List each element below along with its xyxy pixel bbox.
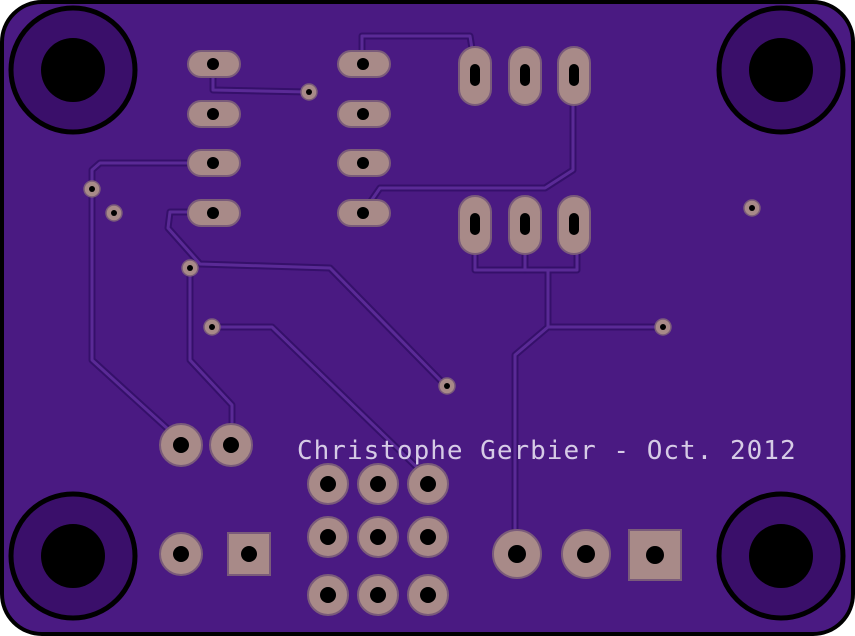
pad-hole	[370, 529, 386, 545]
pad-hole	[207, 108, 219, 120]
trace	[360, 72, 575, 216]
pad-hole	[173, 437, 189, 453]
via-holes	[89, 89, 755, 389]
pad-hole	[569, 64, 579, 86]
ic-dip8-holes	[207, 58, 369, 219]
via-hole	[444, 383, 450, 389]
pad-hole	[520, 64, 530, 86]
mounting-hole-drill	[749, 524, 813, 588]
pad-hole	[420, 587, 436, 603]
trace	[90, 161, 214, 442]
header-3x3-holes	[320, 476, 436, 603]
mounting-hole-drill	[749, 38, 813, 102]
pad-hole	[357, 207, 369, 219]
pad-hole	[420, 476, 436, 492]
pad-hole	[207, 207, 219, 219]
pad-hole	[520, 213, 530, 235]
trace	[166, 210, 448, 388]
pad-hole	[370, 476, 386, 492]
transistor-holes	[470, 64, 579, 235]
pad-hole	[569, 213, 579, 235]
via-hole	[111, 210, 117, 216]
connector-left-holes	[173, 437, 257, 562]
pad-hole	[420, 529, 436, 545]
trace	[513, 325, 550, 555]
pad-hole	[357, 108, 369, 120]
pad-hole	[223, 437, 239, 453]
pad-hole	[370, 587, 386, 603]
mounting-holes	[8, 5, 846, 621]
via-hole	[89, 186, 95, 192]
pad-hole	[508, 545, 526, 563]
pad-hole	[470, 64, 480, 86]
pad-hole	[646, 546, 664, 564]
pad-hole	[207, 58, 219, 70]
pad-hole	[207, 157, 219, 169]
via-hole	[660, 324, 666, 330]
vias	[83, 83, 761, 395]
trace	[210, 325, 432, 482]
via-hole	[306, 89, 312, 95]
pad-hole	[241, 546, 257, 562]
pad-hole	[320, 587, 336, 603]
silkscreen-text: Christophe Gerbier - Oct. 2012	[297, 436, 797, 466]
via-hole	[187, 265, 193, 271]
mounting-hole-drill	[41, 524, 105, 588]
via-hole	[749, 205, 755, 211]
pad-hole	[320, 476, 336, 492]
mounting-hole-drill	[41, 38, 105, 102]
connector-right-pads	[492, 529, 682, 581]
via-hole	[209, 324, 215, 330]
connector-right-holes	[508, 545, 664, 564]
pad-hole	[320, 529, 336, 545]
pad-hole	[357, 58, 369, 70]
pad-hole	[470, 213, 480, 235]
pad-hole	[357, 157, 369, 169]
pad-hole	[577, 545, 595, 563]
pad-hole	[173, 546, 189, 562]
